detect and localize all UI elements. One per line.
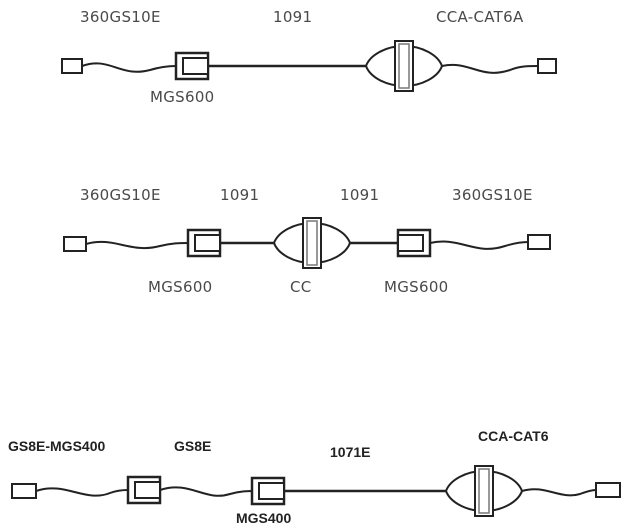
coupler-icon	[445, 465, 523, 517]
plug-left-icon	[61, 58, 83, 74]
label-mgs600: MGS600	[384, 278, 449, 296]
mgs600-jack-icon	[186, 228, 222, 258]
diagram-2	[63, 217, 551, 269]
plug-left-icon	[11, 483, 37, 499]
patch-cable-left	[35, 487, 129, 497]
label-1071e: 1071E	[330, 444, 371, 460]
coupler-icon	[273, 217, 351, 269]
patch-cable-left	[85, 240, 189, 250]
patch-cable-right	[441, 63, 539, 74]
label-mgs600: MGS600	[150, 88, 215, 106]
label-cca-cat6a: CCA-CAT6A	[436, 8, 524, 26]
patch-cable-right	[521, 488, 597, 497]
mgs600-jack-icon	[396, 228, 432, 258]
label-gs8e-mgs400: GS8E-MGS400	[8, 438, 106, 454]
diagram-1	[61, 40, 557, 92]
label-360gs10e: 360GS10E	[80, 8, 161, 26]
label-mgs400: MGS400	[236, 510, 292, 526]
diagram-3	[11, 465, 621, 517]
label-gs8e: GS8E	[174, 438, 212, 454]
label-cc: CC	[290, 278, 312, 296]
label-360gs10e: 360GS10E	[80, 186, 161, 204]
coupler-icon	[365, 40, 443, 92]
label-cca-cat6: CCA-CAT6	[478, 428, 549, 444]
plug-right-icon	[527, 234, 551, 250]
mgs400-jack-icon	[250, 476, 286, 506]
plug-right-icon	[537, 58, 557, 74]
plug-right-icon	[595, 482, 621, 498]
label-1091: 1091	[273, 8, 313, 26]
mgs600-jack-icon	[174, 51, 210, 81]
label-1091: 1091	[340, 186, 380, 204]
plug-left-icon	[63, 236, 87, 252]
gs8e-jack-icon	[126, 475, 162, 505]
label-360gs10e: 360GS10E	[452, 186, 533, 204]
patch-cable-middle	[159, 486, 257, 497]
label-mgs600: MGS600	[148, 278, 213, 296]
patch-cable-right	[429, 240, 529, 250]
label-1091: 1091	[220, 186, 260, 204]
patch-cable-left	[81, 62, 177, 73]
